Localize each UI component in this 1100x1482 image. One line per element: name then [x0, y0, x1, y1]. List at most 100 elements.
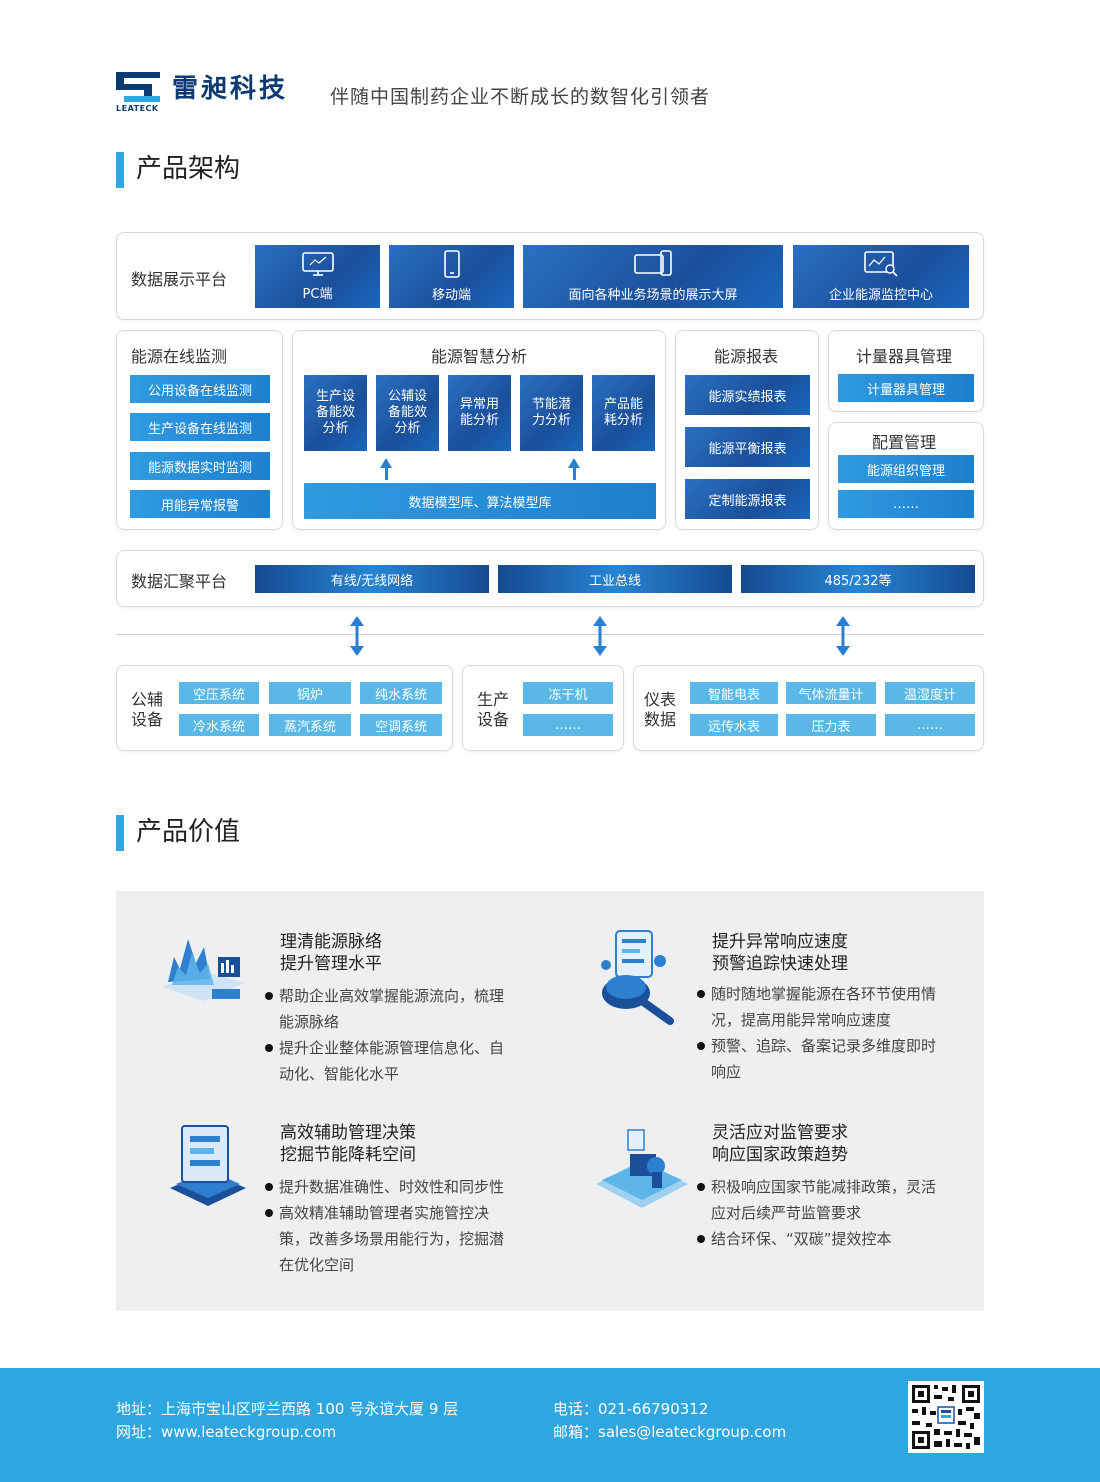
equipment-item: 冻干机: [523, 682, 613, 704]
aggregation-label: 数据汇聚平台: [131, 572, 228, 591]
reports-label: 能源报表: [714, 347, 779, 366]
online-monitor-item: 能源数据实时监测: [130, 452, 270, 480]
online-monitor-label: 能源在线监测: [131, 347, 228, 366]
equipment-item: 锅炉: [269, 682, 351, 704]
equipment-item: 空调系统: [360, 714, 442, 736]
double-arrow-icon: [836, 616, 850, 656]
section-title-architecture: 产品架构: [116, 152, 240, 188]
online-monitor-item: 生产设备在线监测: [130, 413, 270, 441]
equipment-item: 冷水系统: [179, 714, 259, 736]
display-pc: PC端: [255, 245, 380, 308]
footer-website[interactable]: 网址：www.leateckgroup.com: [116, 1423, 337, 1441]
config-label: 配置管理: [872, 433, 937, 452]
double-arrow-icon: [350, 616, 364, 656]
value-bullet: 提升企业整体能源管理信息化、自动化、智能化水平: [265, 1035, 515, 1087]
aggregation-item: 有线/无线网络: [255, 565, 489, 593]
online-monitor-item: 公用设备在线监测: [130, 375, 270, 403]
display-platform-panel: 数据展示平台 PC端 移动端 面向各种业务场景的展示大屏 企业能源监控中心: [116, 232, 984, 320]
analysis-item: 产品能 耗分析: [592, 375, 655, 451]
display-platform-label: 数据展示平台: [131, 270, 228, 289]
online-monitor-item: 用能异常报警: [130, 490, 270, 518]
display-energy-center-label: 企业能源监控中心: [828, 288, 933, 303]
value-bullet: 高效精准辅助管理者实施管控决策，改善多场景用能行为，挖掘潜在优化空间: [265, 1200, 517, 1278]
regulation-icon: [596, 1129, 688, 1208]
divider: [116, 634, 984, 635]
mobile-icon: [443, 250, 460, 278]
instrument-item: 温湿度计: [885, 682, 975, 704]
company-logo: LEATECK 雷昶科技: [116, 72, 306, 116]
value-bullets: 提升数据准确性、时效性和同步性 高效精准辅助管理者实施管控决策，改善多场景用能行…: [265, 1174, 517, 1278]
value-panel: [116, 891, 984, 1311]
display-screen-label: 面向各种业务场景的展示大屏: [568, 288, 738, 303]
instrument-item: 气体流量计: [786, 682, 876, 704]
double-arrow-icon: [593, 616, 607, 656]
reports-panel: 能源报表 能源实绩报表 能源平衡报表 定制能源报表: [675, 330, 819, 530]
instrument-item: 压力表: [786, 714, 876, 736]
meter-panel: 计量器具管理 计量器具管理: [828, 330, 984, 412]
value-title: 高效辅助管理决策 挖掘节能降耗空间: [280, 1123, 416, 1165]
up-arrow-icon: [380, 458, 392, 480]
value-bullet: 提升数据准确性、时效性和同步性: [265, 1174, 517, 1200]
value-title: 提升异常响应速度 预警追踪快速处理: [712, 932, 848, 974]
aggregation-item: 485/232等: [741, 565, 975, 593]
analysis-item: 节能潜 力分析: [520, 375, 583, 451]
report-item: 能源平衡报表: [685, 427, 810, 467]
display-mobile-label: 移动端: [431, 288, 471, 303]
meter-label: 计量器具管理: [856, 347, 953, 366]
footer-email[interactable]: 邮箱：sales@leateckgroup.com: [553, 1423, 787, 1441]
production-equipment-panel: 生产 设备 冻干机 ……: [462, 665, 624, 751]
analysis-item: 公辅设 备能效 分析: [376, 375, 439, 451]
online-monitor-panel: 能源在线监测 公用设备在线监测 生产设备在线监测 能源数据实时监测 用能异常报警: [116, 330, 283, 530]
aggregation-panel: 数据汇聚平台 有线/无线网络 工业总线 485/232等: [116, 550, 984, 607]
equipment-item: 蒸汽系统: [269, 714, 351, 736]
logo-english: LEATECK: [116, 104, 159, 113]
value-bullets: 帮助企业高效掌握能源流向，梳理能源脉络 提升企业整体能源管理信息化、自动化、智能…: [265, 983, 515, 1087]
value-title: 理清能源脉络 提升管理水平: [280, 932, 382, 974]
chart-analysis-icon: [162, 939, 244, 1001]
instrument-item: 智能电表: [690, 682, 778, 704]
display-screen: 面向各种业务场景的展示大屏: [523, 245, 783, 308]
footer-phone: 电话：021-66790312: [553, 1400, 709, 1418]
analysis-item: 异常用 能分析: [448, 375, 511, 451]
public-equipment-label: 公辅 设备: [131, 690, 164, 729]
display-pc-label: PC端: [302, 287, 333, 302]
production-equipment-label: 生产 设备: [477, 690, 510, 729]
value-bullet: 积极响应国家节能减排政策，灵活应对后续严苛监管要求: [697, 1174, 949, 1226]
value-bullets: 随时随地掌握能源在各环节使用情况，提高用能异常响应速度 预警、追踪、备案记录多维…: [697, 981, 947, 1085]
section-title-value: 产品价值: [116, 815, 240, 851]
instrument-item: ……: [885, 714, 975, 736]
public-equipment-panel: 公辅 设备 空压系统 锅炉 纯水系统 冷水系统 蒸汽系统 空调系统: [116, 665, 453, 751]
equipment-item: 空压系统: [179, 682, 259, 704]
instrument-data-label: 仪表 数据: [644, 690, 677, 729]
decision-screen-icon: [170, 1125, 246, 1206]
config-item: ……: [838, 490, 974, 518]
equipment-item: ……: [523, 714, 613, 736]
equipment-item: 纯水系统: [360, 682, 442, 704]
instrument-item: 远传水表: [690, 714, 778, 736]
value-bullet: 预警、追踪、备案记录多维度即时响应: [697, 1033, 947, 1085]
config-panel: 配置管理 能源组织管理 ……: [828, 422, 984, 530]
report-item: 能源实绩报表: [685, 375, 810, 415]
analysis-item: 生产设 备能效 分析: [304, 375, 367, 451]
config-item: 能源组织管理: [838, 455, 974, 483]
smart-analysis-panel: 能源智慧分析 生产设 备能效 分析 公辅设 备能效 分析 异常用 能分析 节能潜…: [292, 330, 666, 530]
logo-mark-icon: [116, 72, 160, 102]
aggregation-item: 工业总线: [498, 565, 732, 593]
report-item: 定制能源报表: [685, 479, 810, 519]
footer-address: 地址：上海市宝山区呼兰西路 100 号永谊大厦 9 层: [116, 1400, 459, 1418]
meter-item: 计量器具管理: [838, 374, 974, 402]
value-bullet: 帮助企业高效掌握能源流向，梳理能源脉络: [265, 983, 515, 1035]
model-library: 数据模型库、算法模型库: [304, 483, 656, 519]
up-arrow-icon: [568, 458, 580, 480]
value-title: 灵活应对监管要求 响应国家政策趋势: [712, 1123, 848, 1165]
monitor-icon: [301, 252, 334, 276]
value-bullet: 结合环保、“双碳”提效控本: [697, 1226, 949, 1252]
smart-analysis-label: 能源智慧分析: [430, 347, 527, 366]
value-bullets: 积极响应国家节能减排政策，灵活应对后续严苛监管要求 结合环保、“双碳”提效控本: [697, 1174, 949, 1252]
value-bullet: 随时随地掌握能源在各环节使用情况，提高用能异常响应速度: [697, 981, 947, 1033]
screen-icon: [634, 250, 672, 276]
display-energy-center: 企业能源监控中心: [793, 245, 969, 308]
qr-code-icon: [908, 1381, 984, 1453]
monitor-chart-icon: [864, 251, 898, 277]
display-mobile: 移动端: [389, 245, 514, 308]
